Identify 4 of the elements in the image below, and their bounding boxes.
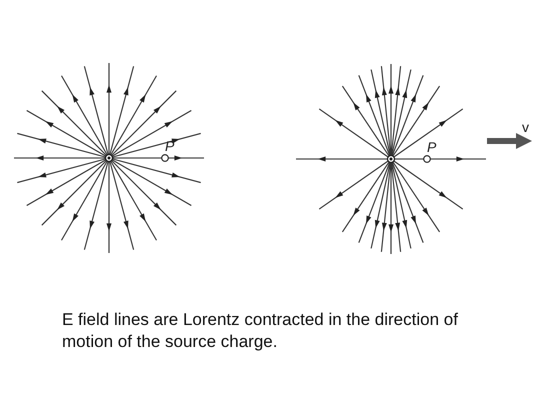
point-label: P (165, 139, 174, 153)
point-label: P (427, 140, 436, 154)
velocity-label: v (522, 120, 529, 134)
caption: E field lines are Lorentz contracted in the direction of motion of the source charge. (62, 309, 459, 353)
